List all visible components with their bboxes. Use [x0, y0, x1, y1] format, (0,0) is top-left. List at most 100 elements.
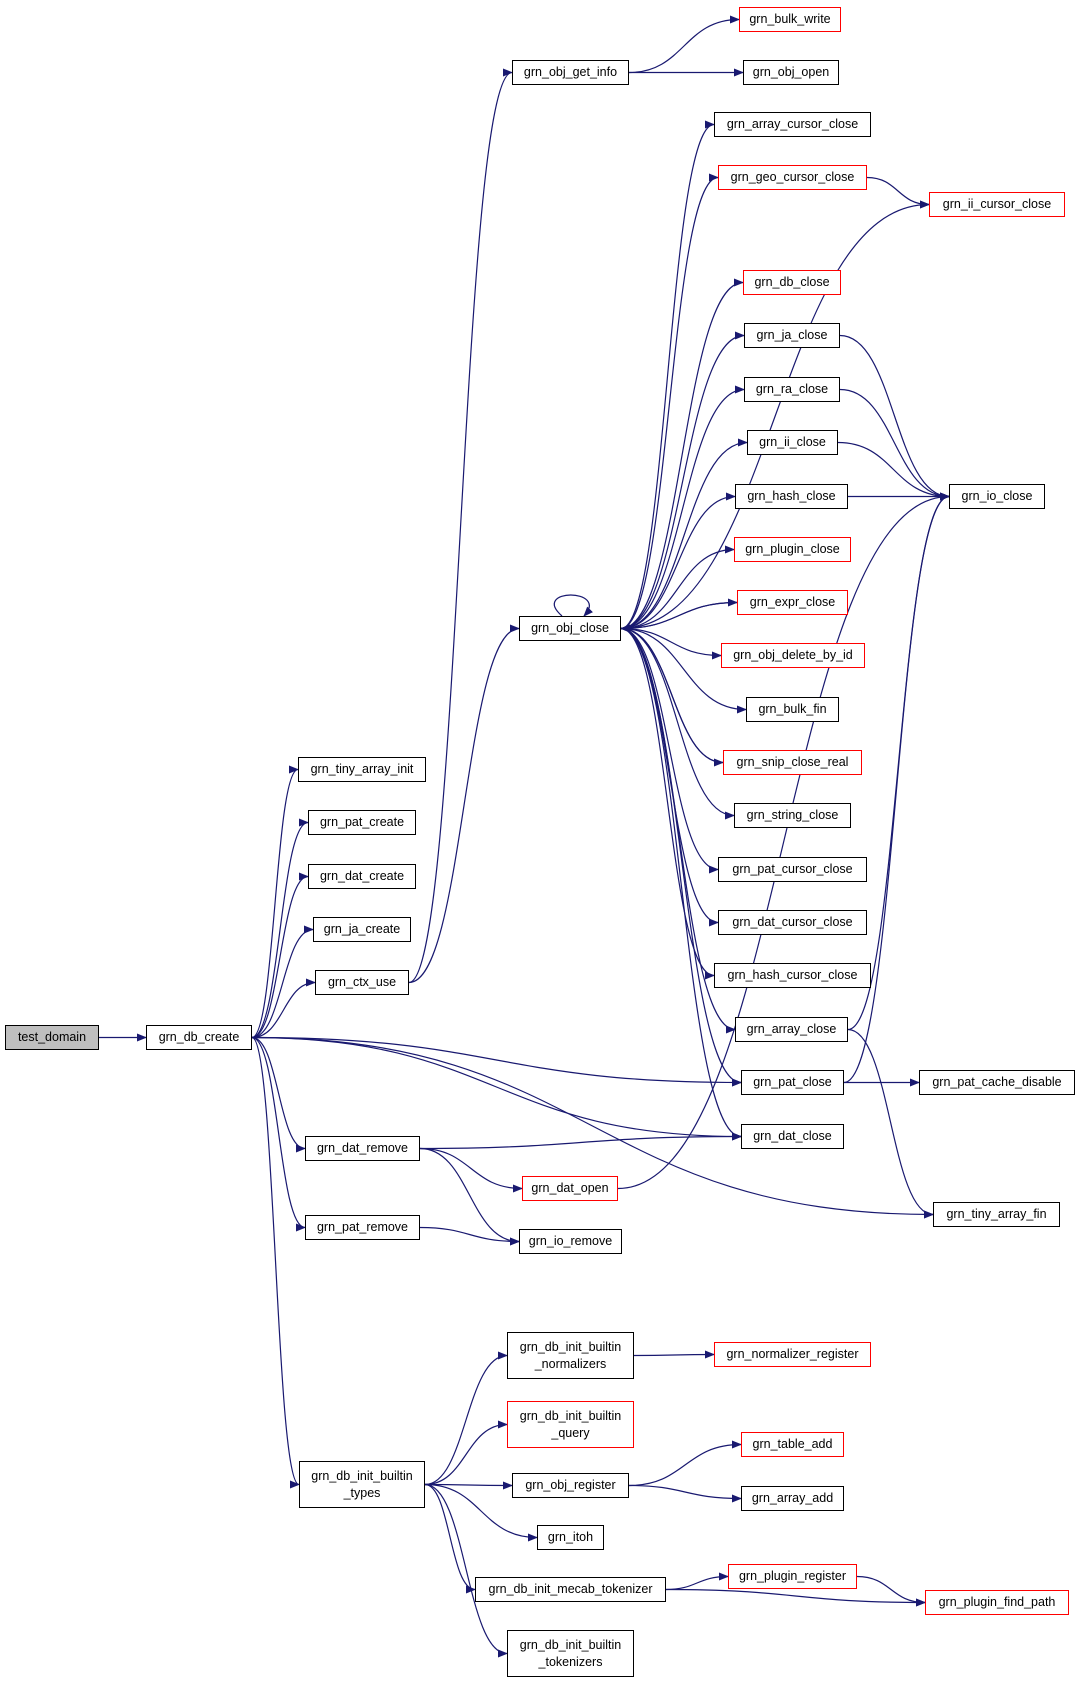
node-grn-db-init-builtin-normalizers[interactable]: grn_db_init_builtin _normalizers — [507, 1332, 634, 1379]
node-grn-obj-delete-by-id[interactable]: grn_obj_delete_by_id — [721, 643, 865, 668]
edge-grn_obj_close-to-grn_obj_close — [553, 594, 594, 617]
node-grn-obj-register[interactable]: grn_obj_register — [512, 1473, 629, 1498]
node-grn-db-init-builtin-tokenizers[interactable]: grn_db_init_builtin _tokenizers — [507, 1630, 634, 1677]
edge-grn_db_create-to-grn_dat_create — [251, 872, 309, 1039]
edge-grn_db_create-to-grn_dat_remove — [251, 1036, 306, 1153]
edge-grn_db_create-to-grn_pat_close — [251, 1036, 742, 1087]
edge-grn_geo_cursor_close-to-grn_ii_cursor_close — [866, 176, 930, 209]
node-grn-db-create[interactable]: grn_db_create — [146, 1025, 252, 1050]
node-grn-bulk-write[interactable]: grn_bulk_write — [739, 7, 841, 32]
edge-grn_plugin_register-to-grn_plugin_find_path — [856, 1575, 926, 1607]
node-grn-ii-cursor-close[interactable]: grn_ii_cursor_close — [929, 192, 1065, 217]
edge-grn_db_init_builtin_types-to-grn_db_init_mecab_tokenizer — [424, 1483, 476, 1594]
node-grn-table-add[interactable]: grn_table_add — [741, 1432, 844, 1457]
node-grn-pat-close[interactable]: grn_pat_close — [741, 1070, 844, 1095]
edge-grn_dat_open-to-grn_io_close — [617, 492, 950, 1190]
node-grn-io-close[interactable]: grn_io_close — [949, 484, 1045, 509]
node-grn-db-init-builtin-types[interactable]: grn_db_init_builtin _types — [299, 1461, 425, 1508]
node-grn-dat-cursor-close[interactable]: grn_dat_cursor_close — [718, 910, 867, 935]
node-test-domain[interactable]: test_domain — [5, 1025, 99, 1050]
edge-grn_db_init_builtin_types-to-grn_db_init_builtin_query — [424, 1420, 508, 1486]
node-grn-ra-close[interactable]: grn_ra_close — [744, 377, 840, 402]
node-grn-obj-get-info[interactable]: grn_obj_get_info — [512, 60, 629, 85]
node-grn-tiny-array-init[interactable]: grn_tiny_array_init — [298, 757, 426, 782]
edge-grn_obj_register-to-grn_table_add — [628, 1440, 742, 1487]
edge-grn_db_init_builtin_types-to-grn_db_init_builtin_tokenizers — [424, 1483, 508, 1658]
edge-grn_obj_close-to-grn_ja_close — [620, 331, 745, 630]
node-grn-hash-close[interactable]: grn_hash_close — [735, 484, 848, 509]
edge-grn_obj_close-to-grn_bulk_fin — [620, 627, 747, 714]
node-grn-plugin-close[interactable]: grn_plugin_close — [734, 537, 851, 562]
node-grn-io-remove[interactable]: grn_io_remove — [519, 1229, 622, 1254]
node-grn-normalizer-register[interactable]: grn_normalizer_register — [714, 1342, 871, 1367]
node-grn-ja-create[interactable]: grn_ja_create — [313, 917, 411, 942]
edge-grn_db_create-to-grn_tiny_array_init — [251, 765, 299, 1039]
node-grn-array-cursor-close[interactable]: grn_array_cursor_close — [714, 112, 871, 137]
edge-grn_db_init_mecab_tokenizer-to-grn_plugin_find_path — [665, 1588, 926, 1607]
edge-grn_db_init_builtin_types-to-grn_obj_register — [424, 1481, 513, 1490]
node-grn-dat-open[interactable]: grn_dat_open — [522, 1176, 618, 1201]
node-grn-array-close[interactable]: grn_array_close — [735, 1017, 848, 1042]
edge-grn_dat_remove-to-grn_dat_close — [419, 1132, 742, 1150]
node-grn-dat-remove[interactable]: grn_dat_remove — [305, 1136, 420, 1161]
node-grn-tiny-array-fin[interactable]: grn_tiny_array_fin — [933, 1202, 1060, 1227]
node-grn-pat-cache-disable[interactable]: grn_pat_cache_disable — [919, 1070, 1075, 1095]
node-grn-dat-close[interactable]: grn_dat_close — [741, 1124, 844, 1149]
node-grn-pat-remove[interactable]: grn_pat_remove — [305, 1215, 420, 1240]
edge-grn_obj_close-to-grn_pat_close — [620, 627, 742, 1087]
node-grn-plugin-register[interactable]: grn_plugin_register — [728, 1564, 857, 1589]
edge-grn_dat_remove-to-grn_io_remove — [419, 1147, 520, 1246]
node-grn-dat-create[interactable]: grn_dat_create — [308, 864, 416, 889]
node-grn-db-close[interactable]: grn_db_close — [743, 270, 841, 295]
node-grn-obj-open[interactable]: grn_obj_open — [743, 60, 839, 85]
node-grn-db-init-builtin-query[interactable]: grn_db_init_builtin _query — [507, 1401, 634, 1448]
edge-grn_db_init_builtin_normalizers-to-grn_normalizer_register — [633, 1350, 715, 1359]
edge-grn_array_close-to-grn_tiny_array_fin — [847, 1028, 934, 1219]
edge-grn_db_create-to-grn_db_init_builtin_types — [251, 1036, 300, 1489]
edge-grn_db_create-to-grn_pat_create — [251, 818, 309, 1039]
edge-grn_obj_close-to-grn_geo_cursor_close — [620, 173, 719, 630]
edge-grn_expr_close-to-grn_obj_close — [620, 601, 738, 633]
edge-grn_db_init_builtin_types-to-grn_db_init_builtin_normalizers — [424, 1351, 508, 1486]
node-grn-snip-close-real[interactable]: grn_snip_close_real — [723, 750, 862, 775]
edge-grn_db_create-to-grn_ctx_use — [251, 978, 316, 1039]
edge-grn_ja_close-to-grn_io_close — [839, 334, 950, 501]
edge-grn_obj_close-to-grn_ii_cursor_close — [620, 200, 930, 630]
edge-grn_db_create-to-grn_dat_close — [251, 1036, 742, 1141]
node-grn-pat-create[interactable]: grn_pat_create — [308, 810, 416, 835]
node-grn-expr-close[interactable]: grn_expr_close — [737, 590, 848, 615]
edge-grn_obj_close-to-grn_db_close — [620, 278, 744, 630]
node-grn-plugin-find-path[interactable]: grn_plugin_find_path — [925, 1590, 1069, 1615]
edge-grn_ctx_use-to-grn_obj_get_info — [408, 68, 513, 984]
edge-grn_obj_close-to-grn_ii_close — [620, 438, 748, 630]
node-grn-ja-close[interactable]: grn_ja_close — [744, 323, 840, 348]
node-grn-string-close[interactable]: grn_string_close — [734, 803, 851, 828]
edge-grn_obj_register-to-grn_array_add — [628, 1484, 742, 1503]
edge-grn_obj_close-to-grn_obj_delete_by_id — [620, 627, 722, 660]
edge-grn_obj_close-to-grn_hash_cursor_close — [620, 627, 715, 980]
node-grn-obj-close[interactable]: grn_obj_close — [519, 616, 621, 641]
edge-grn_obj_close-to-grn_plugin_close — [620, 545, 735, 630]
edge-grn_pat_remove-to-grn_io_remove — [419, 1226, 520, 1246]
node-grn-ii-close[interactable]: grn_ii_close — [747, 430, 838, 455]
edge-grn_db_create-to-grn_pat_remove — [251, 1036, 306, 1232]
edge-grn_obj_close-to-grn_pat_cursor_close — [620, 627, 719, 874]
node-grn-itoh[interactable]: grn_itoh — [537, 1525, 604, 1550]
node-grn-hash-cursor-close[interactable]: grn_hash_cursor_close — [714, 963, 871, 988]
edge-grn_db_init_builtin_types-to-grn_itoh — [424, 1483, 538, 1542]
edge-grn_dat_remove-to-grn_dat_open — [419, 1147, 523, 1193]
edge-grn_db_create-to-grn_ja_create — [251, 925, 314, 1039]
node-grn-geo-cursor-close[interactable]: grn_geo_cursor_close — [718, 165, 867, 190]
node-grn-pat-cursor-close[interactable]: grn_pat_cursor_close — [718, 857, 867, 882]
edge-grn_ii_close-to-grn_io_close — [837, 441, 950, 501]
node-grn-array-add[interactable]: grn_array_add — [741, 1486, 844, 1511]
edge-grn_db_init_mecab_tokenizer-to-grn_plugin_register — [665, 1572, 729, 1591]
node-grn-db-init-mecab-tokenizer[interactable]: grn_db_init_mecab_tokenizer — [475, 1577, 666, 1602]
node-grn-ctx-use[interactable]: grn_ctx_use — [315, 970, 409, 995]
edge-grn_pat_close-to-grn_io_close — [843, 492, 950, 1084]
node-grn-bulk-fin[interactable]: grn_bulk_fin — [746, 697, 839, 722]
edge-grn_ra_close-to-grn_io_close — [839, 388, 950, 501]
edge-grn_db_create-to-grn_tiny_array_fin — [251, 1036, 934, 1219]
